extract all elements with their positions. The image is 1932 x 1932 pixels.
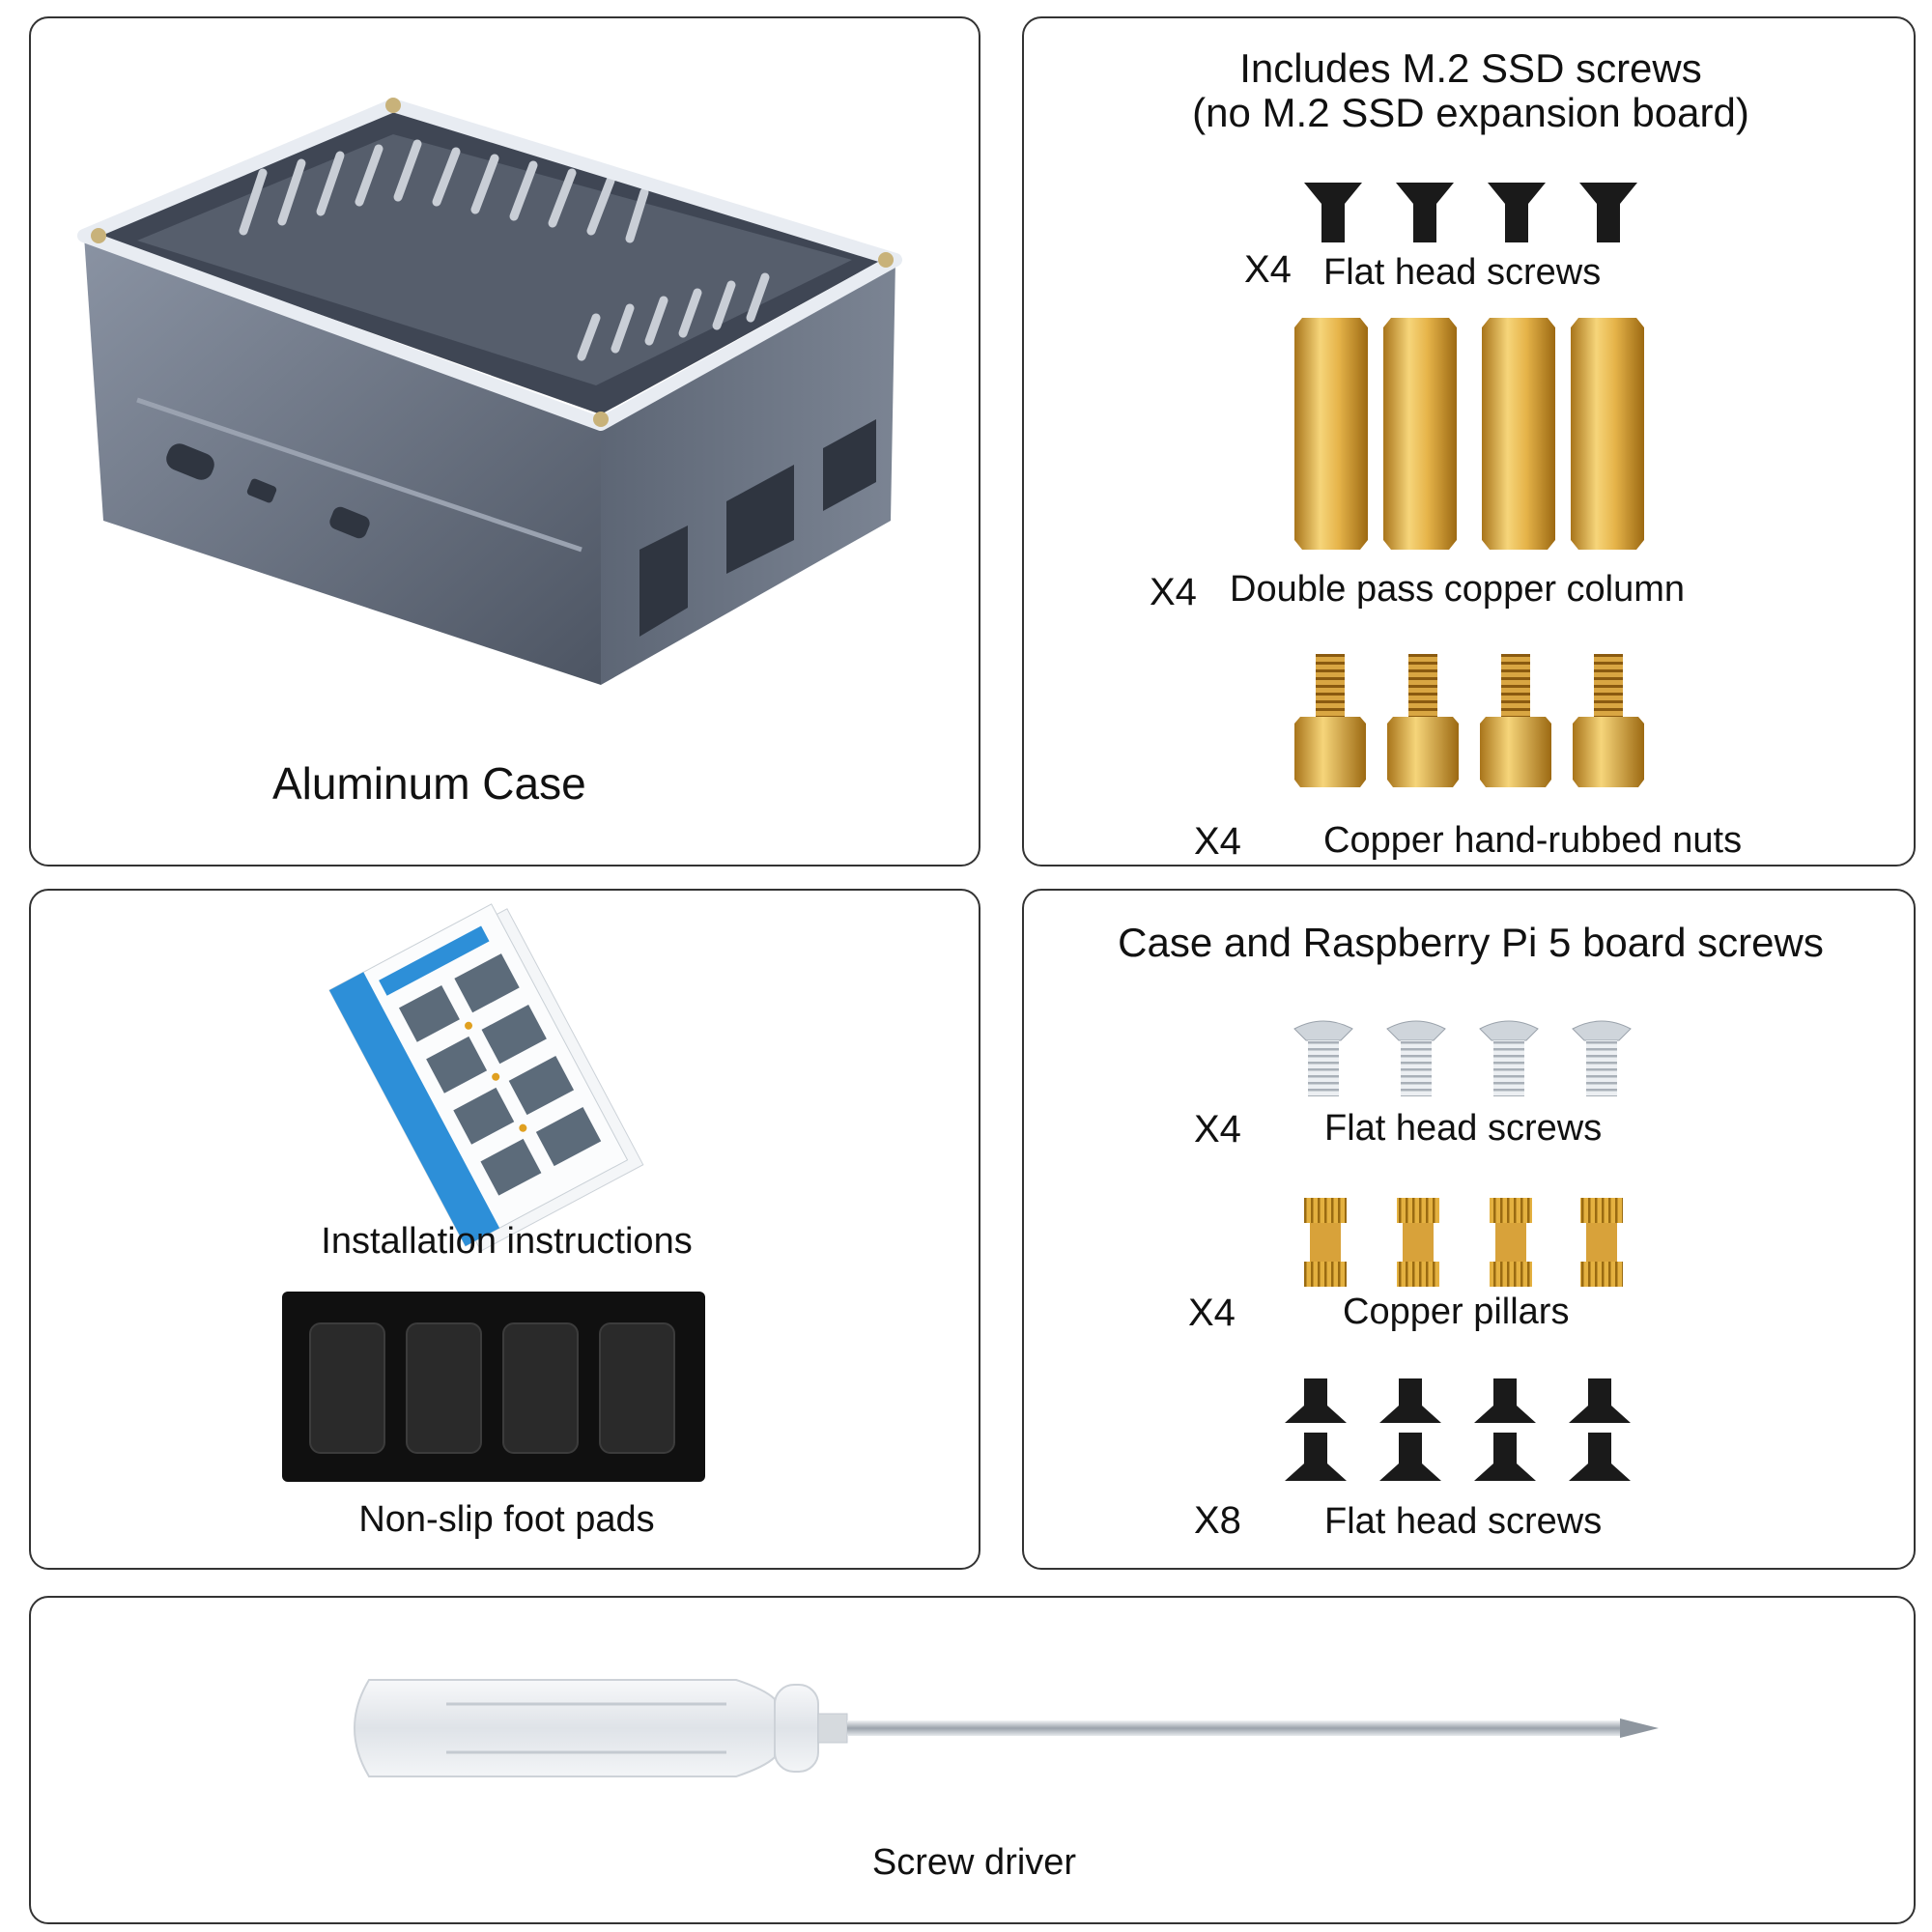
foot-pad — [406, 1322, 482, 1454]
foot-pad — [599, 1322, 675, 1454]
aluminum-case-image — [77, 98, 902, 685]
board-row2-label: Copper pillars — [1343, 1292, 1570, 1332]
foot-pad — [502, 1322, 579, 1454]
board-row1-qty: X4 — [1194, 1108, 1241, 1151]
board-row1-label: Flat head screws — [1324, 1108, 1603, 1149]
ssd-title-line2: (no M.2 SSD expansion board) — [1192, 90, 1749, 135]
installation-instructions-label: Installation instructions — [321, 1221, 693, 1262]
ssd-row3-label: Copper hand-rubbed nuts — [1323, 820, 1743, 861]
ssd-row3-qty: X4 — [1194, 820, 1241, 863]
instruction-manual-image — [328, 903, 644, 1252]
foot-pads-label: Non-slip foot pads — [358, 1499, 655, 1540]
copper-threaded-standoff-icon — [1294, 654, 1644, 787]
ssd-row1-qty: X4 — [1244, 248, 1292, 291]
accessories-panel: Installation instructions Non-slip foot … — [29, 889, 980, 1570]
screwdriver-panel: Screw driver — [29, 1596, 1916, 1924]
board-screws-title: Case and Raspberry Pi 5 board screws — [1118, 920, 1824, 965]
foot-pads-sheet — [282, 1292, 705, 1482]
ssd-row1-label: Flat head screws — [1323, 252, 1602, 293]
aluminum-case-label: Aluminum Case — [272, 758, 586, 809]
ssd-screws-panel: Includes M.2 SSD screws (no M.2 SSD expa… — [1022, 16, 1916, 867]
black-flat-head-screw-icon — [1304, 183, 1637, 242]
ssd-row2-label: Double pass copper column — [1230, 569, 1686, 610]
copper-standoff-icon — [1294, 318, 1644, 550]
silver-flat-head-screw-icon — [1293, 1020, 1632, 1096]
black-flat-head-screw-icon — [1285, 1378, 1631, 1481]
board-screws-panel: Case and Raspberry Pi 5 board screws X4 … — [1022, 889, 1916, 1570]
board-row2-qty: X4 — [1188, 1292, 1236, 1334]
ssd-row2-qty: X4 — [1150, 571, 1197, 613]
aluminum-case-panel: Aluminum Case — [29, 16, 980, 867]
screwdriver-image — [354, 1679, 1659, 1777]
ssd-title-line1: Includes M.2 SSD screws — [1239, 45, 1702, 91]
copper-knurled-pillar-icon — [1304, 1198, 1623, 1287]
foot-pad — [309, 1322, 385, 1454]
screwdriver-label: Screw driver — [871, 1842, 1077, 1883]
board-row3-label: Flat head screws — [1324, 1501, 1603, 1542]
board-row3-qty: X8 — [1194, 1499, 1241, 1542]
